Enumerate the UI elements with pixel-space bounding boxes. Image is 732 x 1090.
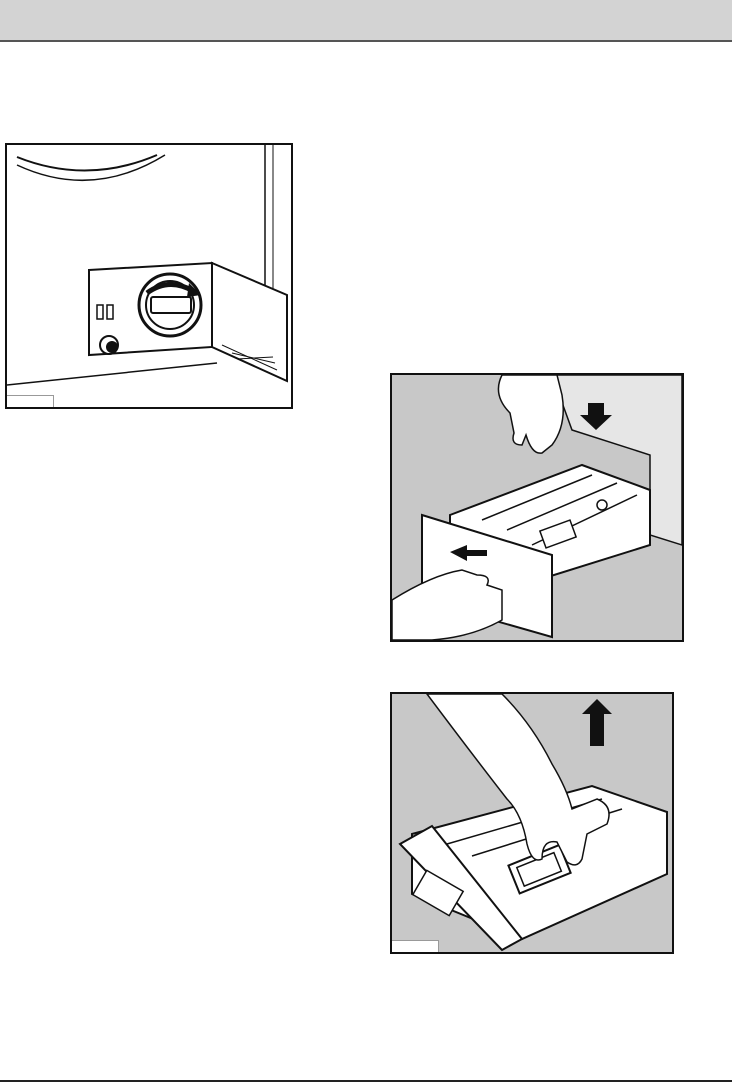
- figure-label: [7, 395, 54, 407]
- figure-siphon-removal: [390, 692, 674, 954]
- footer-rule: [0, 1080, 732, 1082]
- pump-cover-illustration: [7, 145, 291, 407]
- figure-label: [392, 940, 439, 952]
- header-bar: [0, 0, 732, 42]
- drawer-removal-illustration: [392, 375, 682, 640]
- siphon-removal-illustration: [392, 694, 672, 952]
- figure-drawer-removal: [390, 373, 684, 642]
- figure-pump-cover: [5, 143, 293, 409]
